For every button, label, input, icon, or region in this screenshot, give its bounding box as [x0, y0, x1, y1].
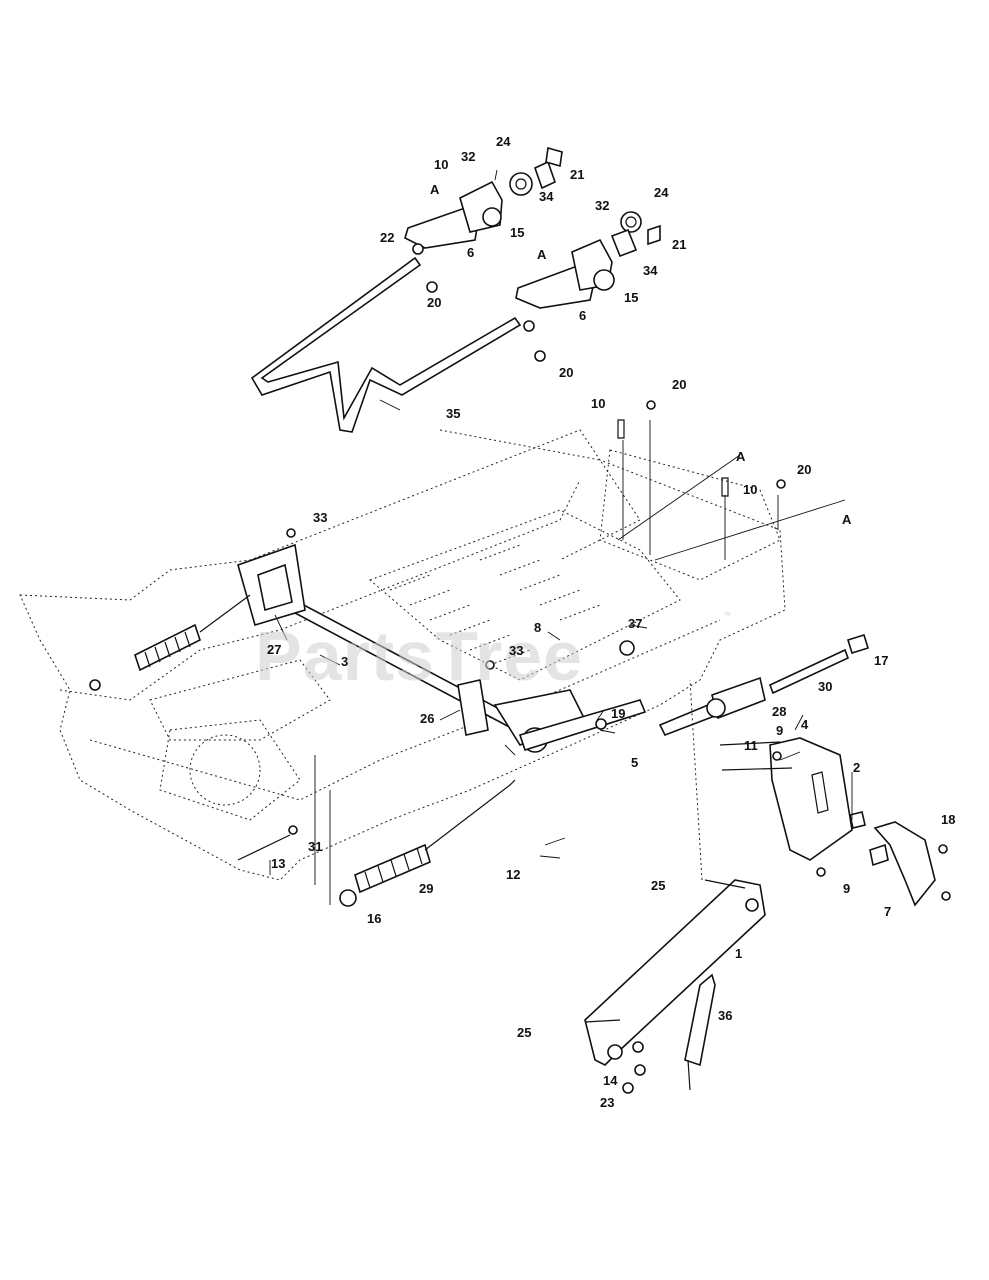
callout-label: 26 — [420, 711, 434, 726]
callout-label: 6 — [467, 245, 474, 260]
callout-label: 18 — [941, 812, 955, 827]
callout-label: 24 — [496, 134, 511, 149]
callout-label: 1 — [735, 946, 742, 961]
callout-label: 19 — [611, 706, 625, 721]
bracket-left — [404, 146, 563, 293]
callout-label: 27 — [267, 642, 281, 657]
lower-lever — [584, 679, 766, 1066]
callout-label: A — [537, 247, 547, 262]
long-spring — [706, 633, 869, 720]
rod-36 — [684, 973, 716, 1091]
main-shaft — [237, 543, 727, 753]
spring-left — [134, 594, 251, 672]
callout-label: 25 — [517, 1025, 531, 1040]
callout-label: 11 — [744, 738, 758, 753]
callout-labels: 1 2 3 4 5 6 6 7 8 9 9 10 10 10 11 12 13 … — [267, 134, 955, 1110]
callout-label: 30 — [818, 679, 832, 694]
callout-label: 24 — [654, 185, 669, 200]
callout-label: 32 — [461, 149, 475, 164]
callout-label: 10 — [743, 482, 757, 497]
callout-label: 4 — [801, 717, 809, 732]
callout-label: 20 — [559, 365, 573, 380]
callout-label: 28 — [772, 704, 786, 719]
callout-label: 17 — [874, 653, 888, 668]
callout-label: 33 — [313, 510, 327, 525]
control-handle — [250, 256, 522, 433]
callout-label: 10 — [434, 157, 448, 172]
callout-label: 2 — [853, 760, 860, 775]
bracket-plate-4 — [769, 737, 866, 861]
callout-label: 16 — [367, 911, 381, 926]
bracket-right — [515, 211, 661, 362]
callout-label: A — [430, 182, 440, 197]
callout-label: 34 — [643, 263, 658, 278]
callout-label: 9 — [776, 723, 783, 738]
callout-label: 3 — [341, 654, 348, 669]
callout-label: A — [842, 512, 852, 527]
callout-label: 25 — [651, 878, 665, 893]
callout-label: 34 — [539, 189, 554, 204]
callout-label: 32 — [595, 198, 609, 213]
callout-label: 20 — [427, 295, 441, 310]
callout-label: 15 — [510, 225, 524, 240]
leader-lines — [269, 399, 853, 905]
callout-label: 23 — [600, 1095, 614, 1110]
spring-right — [339, 779, 516, 907]
callout-label: 21 — [672, 237, 686, 252]
callout-label: 22 — [380, 230, 394, 245]
callout-label: 7 — [884, 904, 891, 919]
reference-lines — [617, 420, 846, 561]
callout-label: 8 — [534, 620, 541, 635]
callout-label: 31 — [308, 839, 322, 854]
callout-label: 14 — [603, 1073, 618, 1088]
callout-label: 9 — [843, 881, 850, 896]
chassis-frame — [19, 429, 786, 881]
callout-label: 37 — [628, 616, 642, 631]
callout-label: 29 — [419, 881, 433, 896]
callout-label: 10 — [591, 396, 605, 411]
callout-label: 21 — [570, 167, 584, 182]
callout-label: 36 — [718, 1008, 732, 1023]
watermark-trademark: ™ — [723, 611, 731, 620]
callout-label: 20 — [797, 462, 811, 477]
callout-label: A — [736, 449, 746, 464]
callout-label: 5 — [631, 755, 638, 770]
callout-label: 13 — [271, 856, 285, 871]
callout-label: 6 — [579, 308, 586, 323]
callout-label: 35 — [446, 406, 460, 421]
watermark: PartsTree — [255, 617, 583, 695]
fasteners — [89, 400, 951, 1094]
callout-label: 12 — [506, 867, 520, 882]
callout-label: 33 — [509, 643, 523, 658]
callout-label: 20 — [672, 377, 686, 392]
bracket-plate-7 — [869, 821, 936, 907]
callout-label: 15 — [624, 290, 638, 305]
